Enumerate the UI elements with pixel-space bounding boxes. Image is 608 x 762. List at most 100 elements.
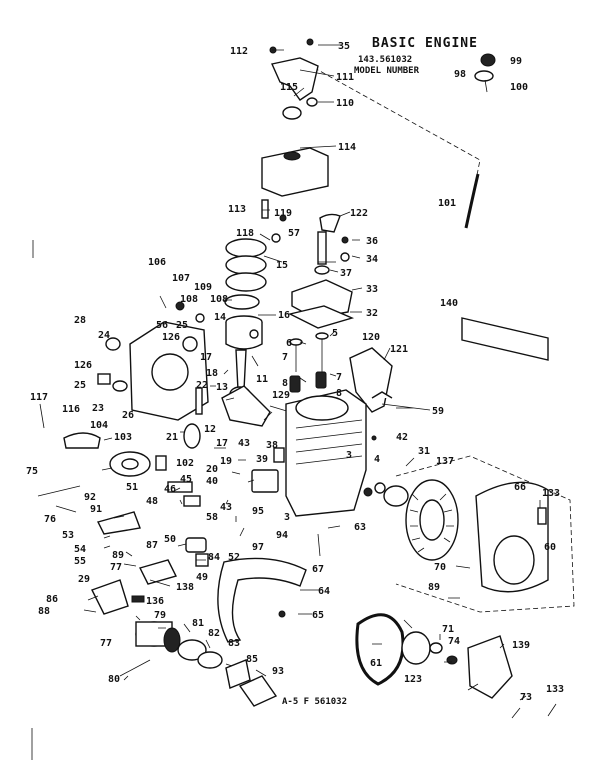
label-99: 99: [510, 56, 522, 67]
label-94: 94: [276, 530, 288, 541]
screw-36: [341, 236, 349, 244]
label-129: 129: [272, 390, 290, 401]
label-108a: 108: [180, 294, 198, 305]
label-55: 55: [74, 556, 86, 567]
base-64: [217, 557, 307, 643]
gasket-32: [287, 305, 355, 329]
label-103: 103: [114, 432, 132, 443]
label-3b: 3: [346, 450, 352, 461]
part-48: [183, 495, 201, 507]
screw-100: [484, 79, 488, 93]
label-11: 11: [256, 374, 268, 385]
label-95: 95: [252, 506, 264, 517]
leader-lines: [55, 44, 549, 701]
label-7a: 7: [282, 352, 288, 363]
plug-25: [97, 373, 111, 385]
label-6: 6: [286, 338, 292, 349]
screw-35: [306, 38, 314, 46]
nut-3: [363, 487, 373, 497]
label-33: 33: [366, 284, 378, 295]
cover-116: [63, 432, 101, 449]
label-104: 104: [90, 420, 108, 431]
seal-126: [112, 380, 128, 392]
sump-group: [217, 533, 321, 643]
label-123: 123: [404, 674, 422, 685]
bearing-126: [182, 336, 198, 352]
label-98: 98: [454, 69, 466, 80]
label-36: 36: [366, 236, 378, 247]
gasket-108: [224, 294, 260, 310]
label-136: 136: [146, 596, 164, 607]
label-57: 57: [288, 228, 300, 239]
air-cleaner-cap: [283, 151, 301, 161]
crankshaft-12: [221, 385, 271, 427]
label-28: 28: [74, 315, 86, 326]
label-7b: 7: [336, 372, 342, 383]
label-97: 97: [252, 542, 264, 553]
label-67: 67: [312, 564, 324, 575]
air-cleaner-bracket: [271, 57, 319, 101]
label-86: 86: [46, 594, 58, 605]
label-77b: 77: [100, 638, 112, 649]
grommet-110: [306, 97, 318, 107]
label-37: 37: [340, 268, 352, 279]
cylinder-block-1: [285, 389, 367, 517]
label-12: 12: [204, 424, 216, 435]
label-34: 34: [366, 254, 378, 265]
bracket-29: [91, 579, 129, 615]
label-121: 121: [390, 344, 408, 355]
label-32: 32: [366, 308, 378, 319]
valve-5-head: [315, 332, 329, 340]
pin-80: [119, 659, 151, 677]
pin-106: [159, 295, 167, 309]
label-38: 38: [266, 440, 278, 451]
leader-dash-flywheel: [395, 455, 575, 613]
cylinder-bore: [295, 395, 349, 421]
label-74: 74: [448, 636, 460, 647]
label-126a: 126: [162, 332, 180, 343]
label-84: 84: [208, 552, 220, 563]
label-115: 115: [280, 82, 298, 93]
tappet-cover-39: [251, 469, 279, 493]
plug-65: [278, 610, 286, 618]
cooling-fins: [295, 419, 363, 465]
washer-34: [340, 252, 350, 262]
label-54: 54: [74, 544, 86, 555]
spring-8: [289, 375, 301, 393]
washer-98: [474, 70, 494, 82]
piston-14: [225, 322, 263, 350]
label-29: 29: [78, 574, 90, 585]
label-66: 66: [514, 482, 526, 493]
label-4: 4: [374, 454, 380, 465]
label-112: 112: [230, 46, 248, 57]
label-91: 91: [90, 504, 102, 515]
flywheel-fins: [409, 493, 454, 553]
label-133a: 133: [542, 488, 560, 499]
label-110: 110: [336, 98, 354, 109]
gear-21: [183, 423, 201, 449]
fitting-122: [319, 213, 341, 233]
label-73: 73: [520, 692, 532, 703]
bracket-133: [537, 507, 547, 525]
label-77a: 77: [110, 562, 122, 573]
washer-118: [271, 233, 281, 243]
label-22: 22: [196, 380, 208, 391]
label-52: 52: [228, 552, 240, 563]
label-16: 16: [278, 310, 290, 321]
cylinder-head-33: [291, 279, 353, 319]
pin-16: [249, 329, 259, 339]
label-31: 31: [418, 446, 430, 457]
nut-74: [446, 655, 458, 665]
label-126b: 126: [74, 360, 92, 371]
label-26: 26: [122, 410, 134, 421]
gear-107: [175, 301, 185, 311]
label-117: 117: [30, 392, 48, 403]
label-139: 139: [512, 640, 530, 651]
label-19: 19: [220, 456, 232, 467]
label-8b: 8: [336, 388, 342, 399]
label-89b: 89: [428, 582, 440, 593]
label-107: 107: [172, 273, 190, 284]
nut-119: [279, 214, 287, 222]
label-140: 140: [440, 298, 458, 309]
tube-122: [317, 231, 327, 265]
